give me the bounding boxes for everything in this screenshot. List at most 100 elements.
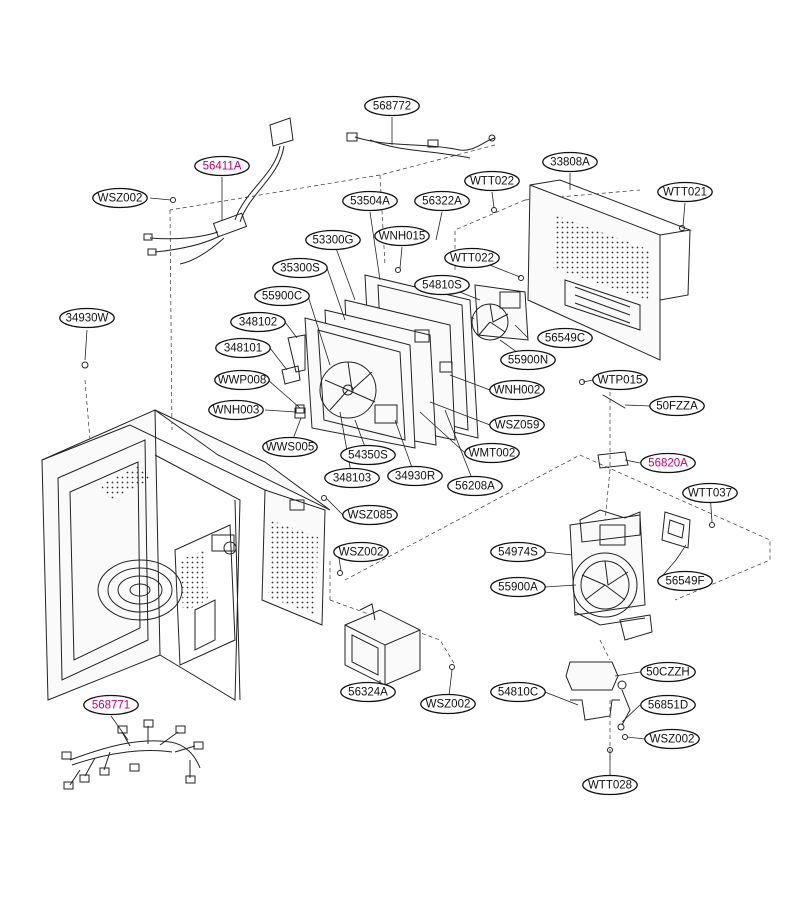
part-number-label: 55900N bbox=[508, 355, 548, 367]
part-number-label: 56820A bbox=[648, 458, 688, 470]
part-number-label: 54810C bbox=[498, 687, 538, 699]
part-number-label: WTP015 bbox=[598, 375, 643, 387]
callout-bubble bbox=[387, 465, 443, 487]
callout-35300s: 35300S bbox=[272, 257, 328, 279]
callout-bubble bbox=[592, 369, 648, 391]
part-number-label: WTT037 bbox=[688, 488, 732, 500]
part-number-label: 568772 bbox=[373, 101, 411, 113]
part-number-label: WWP008 bbox=[218, 375, 267, 387]
callout-bubble bbox=[272, 257, 328, 279]
callout-wtt022-b: WTT022 bbox=[444, 247, 500, 269]
callout-56820a: 56820A bbox=[640, 452, 696, 474]
callout-bubble bbox=[537, 327, 593, 349]
right-fan-assembly bbox=[569, 509, 653, 641]
callout-bubble bbox=[640, 661, 696, 683]
part-number-label: 56851D bbox=[648, 700, 688, 712]
part-number-label: WSZ002 bbox=[98, 193, 143, 205]
callout-bubble bbox=[464, 442, 520, 464]
callout-bubble bbox=[214, 369, 270, 391]
callout-bubble bbox=[644, 728, 700, 750]
part-number-label: WNH002 bbox=[494, 385, 541, 397]
screws bbox=[81, 197, 715, 753]
part-number-label: WNH015 bbox=[379, 231, 426, 243]
callout-33808a: 33808A bbox=[542, 151, 598, 173]
callout-568771: 568771 bbox=[83, 694, 139, 716]
callout-bubble bbox=[640, 452, 696, 474]
callout-55900n: 55900N bbox=[500, 349, 556, 371]
callout-bubble bbox=[489, 414, 545, 436]
panel-stack bbox=[281, 274, 479, 449]
callout-wtt021: WTT021 bbox=[657, 181, 713, 203]
callout-54350s: 54350S bbox=[340, 444, 396, 466]
wire-harness-top bbox=[346, 132, 496, 159]
callout-bubble bbox=[649, 395, 705, 417]
callout-53300g: 53300G bbox=[305, 229, 361, 251]
wire-harness-bottom bbox=[61, 719, 204, 790]
part-number-label: WWS005 bbox=[266, 442, 315, 454]
callout-bubble bbox=[254, 285, 310, 307]
callout-bubble bbox=[215, 337, 271, 359]
callout-bubble bbox=[490, 576, 546, 598]
callout-bubble bbox=[92, 187, 148, 209]
callout-wtp015: WTP015 bbox=[592, 369, 648, 391]
part-number-label: 568771 bbox=[92, 700, 130, 712]
part-number-label: WSZ085 bbox=[348, 510, 393, 522]
callout-bubble bbox=[194, 155, 250, 177]
part-number-label: WTT022 bbox=[470, 176, 514, 188]
callout-wnh015: WNH015 bbox=[374, 225, 430, 247]
callout-bubble bbox=[374, 225, 430, 247]
callout-bubble bbox=[490, 681, 546, 703]
callout-bubble bbox=[490, 541, 546, 563]
small-parts-right bbox=[565, 394, 691, 731]
callout-wsz002-c: WSZ002 bbox=[420, 693, 476, 715]
part-number-label: 55900A bbox=[498, 582, 538, 594]
callout-wnh002: WNH002 bbox=[489, 379, 545, 401]
part-number-label: 53300G bbox=[313, 235, 354, 247]
callout-bubble bbox=[500, 349, 556, 371]
callout-bubble bbox=[444, 247, 500, 269]
callout-56411a: 56411A bbox=[194, 155, 250, 177]
power-cord-assembly bbox=[143, 117, 294, 265]
part-labels: 568772 56411A WSZ002 33808A WTT022 WTT021 5350… bbox=[59, 95, 738, 796]
part-number-label: 56411A bbox=[203, 161, 242, 173]
callout-bubble bbox=[340, 681, 396, 703]
callout-bubble bbox=[340, 444, 396, 466]
callout-bubble bbox=[305, 229, 361, 251]
callout-bubble bbox=[640, 694, 696, 716]
part-number-label: 56549F bbox=[665, 576, 704, 588]
callout-bubble bbox=[447, 475, 503, 497]
part-number-label: 55900C bbox=[262, 291, 302, 303]
cabinet-assembly bbox=[41, 409, 331, 701]
part-number-label: WSZ002 bbox=[426, 699, 471, 711]
callout-34930r: 34930R bbox=[387, 465, 443, 487]
callout-wwp008: WWP008 bbox=[214, 369, 270, 391]
part-number-label: 54350S bbox=[348, 450, 388, 462]
part-number-label: 34930R bbox=[395, 471, 435, 483]
part-number-label: 50CZZH bbox=[646, 667, 689, 679]
callout-53504a: 53504A bbox=[342, 190, 398, 212]
callout-bubble bbox=[542, 151, 598, 173]
callout-bubble bbox=[333, 541, 389, 563]
callout-wsz059: WSZ059 bbox=[489, 414, 545, 436]
callout-wsz002-b: WSZ002 bbox=[333, 541, 389, 563]
callout-34930w: 34930W bbox=[59, 307, 115, 329]
callout-wtt037: WTT037 bbox=[682, 482, 738, 504]
part-number-label: 56322A bbox=[422, 196, 462, 208]
part-number-label: WTT028 bbox=[588, 780, 632, 792]
callout-wsz002-d: WSZ002 bbox=[644, 728, 700, 750]
part-number-label: 348101 bbox=[224, 343, 262, 355]
callout-568772: 568772 bbox=[364, 95, 420, 117]
callout-wmt002: WMT002 bbox=[464, 442, 520, 464]
callout-55900a: 55900A bbox=[490, 576, 546, 598]
part-number-label: 54810S bbox=[422, 280, 462, 292]
callout-wnh003: WNH003 bbox=[208, 399, 264, 421]
callout-bubble bbox=[83, 694, 139, 716]
callout-bubble bbox=[464, 170, 520, 192]
part-number-label: 56324A bbox=[348, 687, 388, 699]
callout-bubble bbox=[657, 570, 713, 592]
callout-bubble bbox=[262, 436, 318, 458]
back-cover-assembly bbox=[527, 179, 692, 361]
callout-50czzh: 50CZZH bbox=[640, 661, 696, 683]
callout-bubble bbox=[582, 774, 638, 796]
callout-56549f: 56549F bbox=[657, 570, 713, 592]
